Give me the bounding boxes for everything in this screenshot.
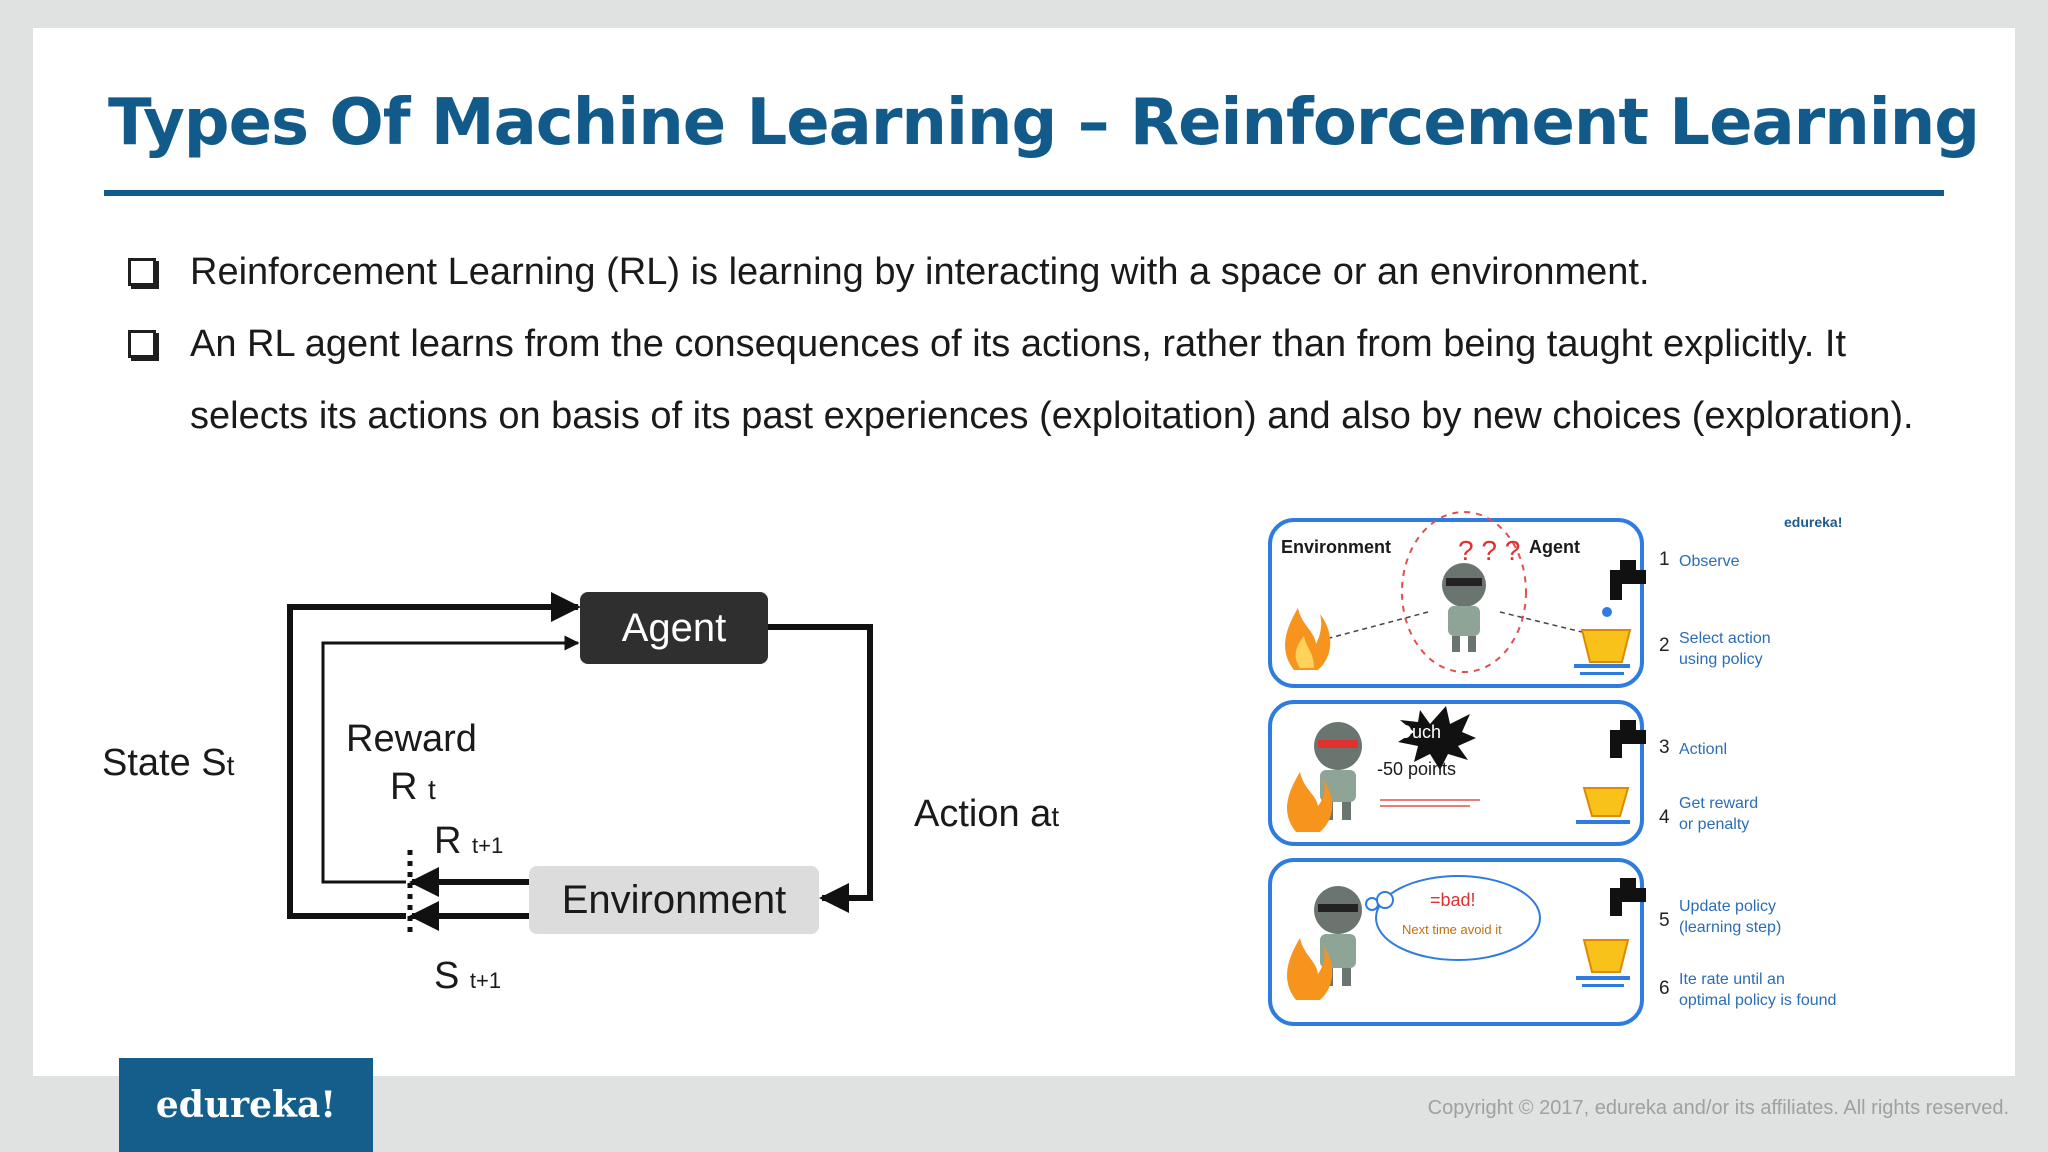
title-underline xyxy=(104,190,1944,196)
panel-agent-label: Agent xyxy=(1529,537,1580,557)
environment-box: Environment xyxy=(529,866,819,934)
step-6-number: 6 xyxy=(1659,978,1670,999)
reward-rt-label: R t xyxy=(390,766,436,808)
step-3-text: Actionl xyxy=(1679,741,1728,758)
step-1-number: 1 xyxy=(1659,549,1670,570)
water-tap-bucket-icon xyxy=(1576,720,1646,824)
checkbox-bullet-icon xyxy=(128,330,156,358)
step-4-text: Get reward or penalty xyxy=(1679,795,1759,833)
step-5-number: 5 xyxy=(1659,910,1670,931)
checkbox-bullet-icon xyxy=(128,258,156,286)
copyright-notice: Copyright © 2017, edureka and/or its aff… xyxy=(1427,1097,2009,1119)
bad-label: =bad! xyxy=(1430,890,1476,910)
thought-cloud xyxy=(1375,875,1541,961)
state-label: State St xyxy=(102,742,235,784)
reward-arrow xyxy=(321,635,580,884)
step-4-number: 4 xyxy=(1659,807,1670,828)
reward-word-label: Reward xyxy=(346,718,477,760)
ouch-burst-icon xyxy=(1398,706,1476,770)
step-3-number: 3 xyxy=(1659,737,1670,758)
fire-icon xyxy=(1287,938,1333,1000)
penalty-points-label: -50 points xyxy=(1377,759,1457,779)
fire-icon xyxy=(1287,772,1333,832)
panel-environment-label: Environment xyxy=(1281,537,1392,557)
ouch-label: Ouch xyxy=(1398,722,1442,742)
bullet-1: Reinforcement Learning (RL) is learning … xyxy=(190,251,1650,293)
step-1-text: Observe xyxy=(1679,553,1740,570)
agent-observation-circle xyxy=(1401,511,1527,673)
water-tap-bucket-icon xyxy=(1574,560,1646,675)
bullet-2: An RL agent learns from the consequences… xyxy=(190,323,1914,437)
step-2-number: 2 xyxy=(1659,635,1670,656)
look-left-dashed xyxy=(1321,611,1429,641)
question-marks-icon: ? ? ? xyxy=(1458,535,1520,566)
action-label: Action at xyxy=(914,793,1060,835)
robot-icon xyxy=(1442,563,1486,652)
action-arrow xyxy=(768,624,873,913)
slide-title: Types Of Machine Learning – Reinforcemen… xyxy=(108,86,1980,160)
step-2-text: Select action using policy xyxy=(1679,630,1771,668)
step-6-text: Ite rate until an optimal policy is foun… xyxy=(1679,971,1837,1009)
state-arrow xyxy=(287,592,581,919)
water-tap-bucket-icon xyxy=(1576,878,1646,987)
step-5-text: Update policy (learning step) xyxy=(1679,898,1782,936)
state-next-label: S t+1 xyxy=(434,955,502,997)
reward-next-label: R t+1 xyxy=(434,820,504,862)
edureka-logo: edureka! xyxy=(119,1058,373,1152)
look-right-dashed xyxy=(1499,611,1583,633)
fire-icon xyxy=(1285,608,1331,670)
illustration-brand: edureka! xyxy=(1784,514,1843,530)
agent-box: Agent xyxy=(580,592,768,664)
slide-canvas xyxy=(33,28,2015,1076)
avoid-label: Next time avoid it xyxy=(1402,922,1502,937)
